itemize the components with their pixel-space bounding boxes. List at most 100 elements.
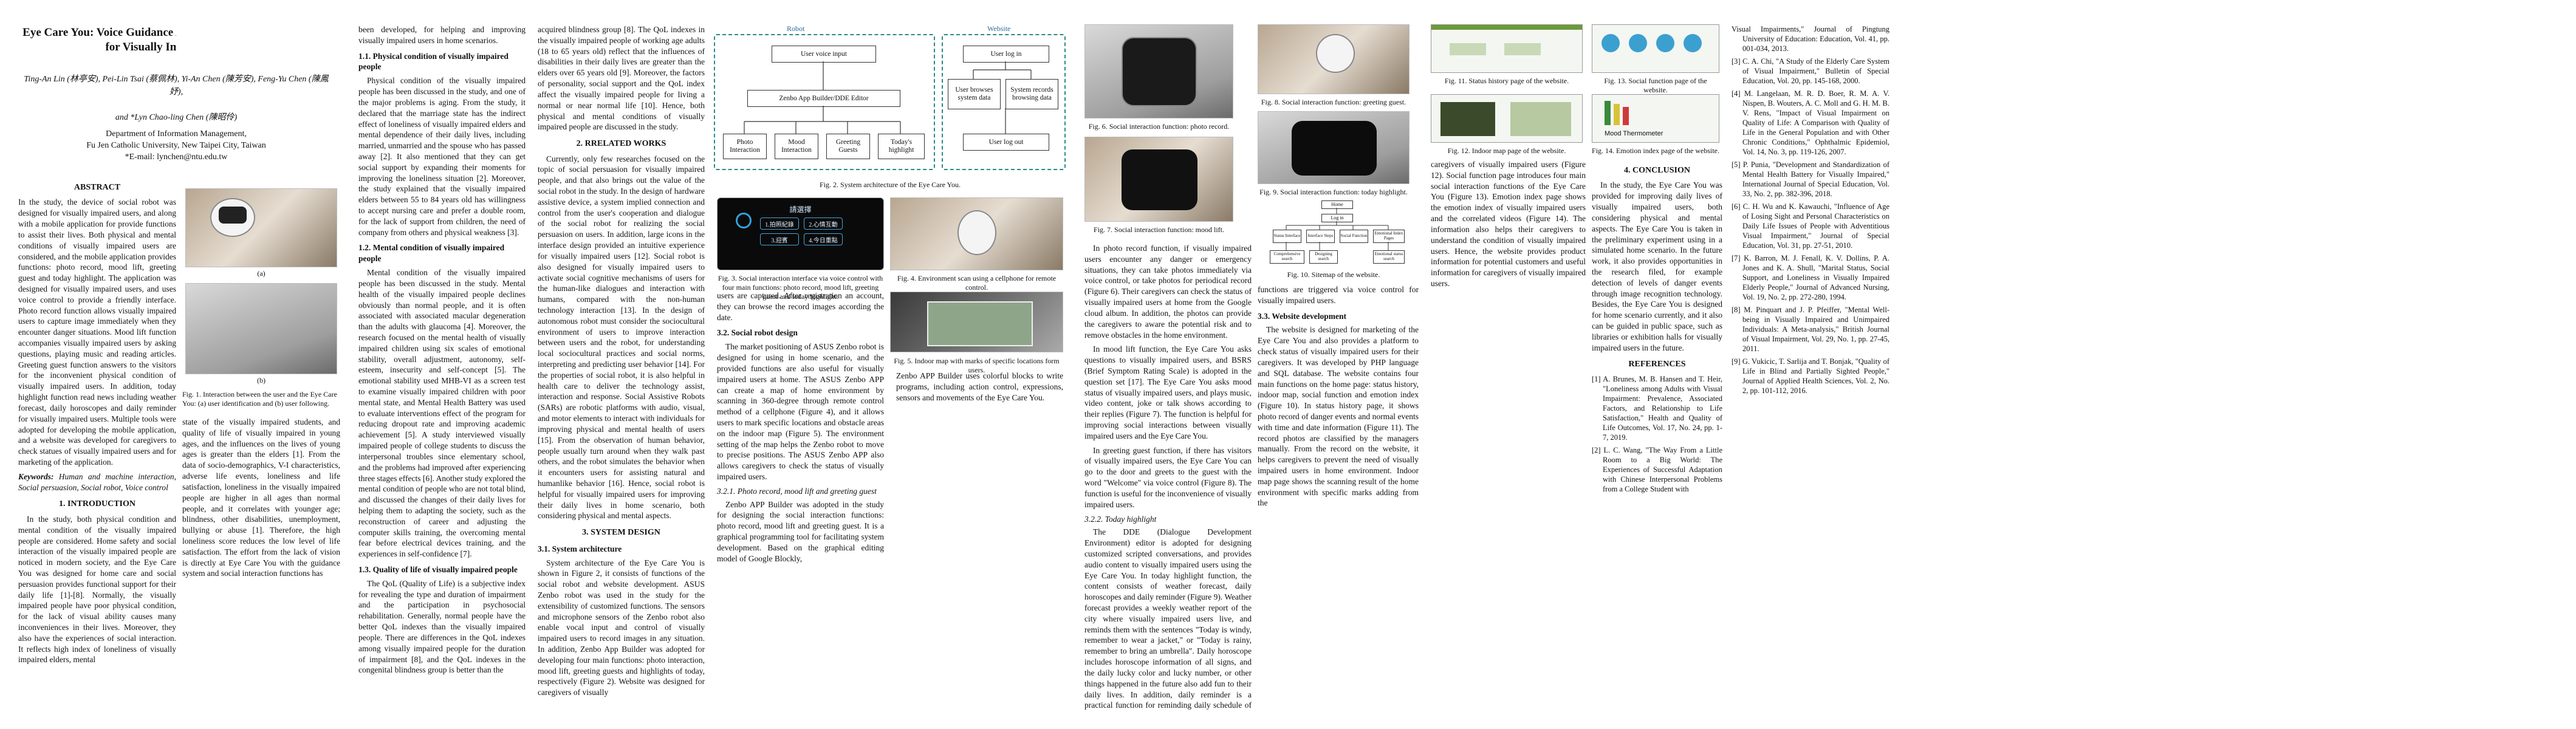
section-1-2-heading: 1.2. Mental condition of visually impair…: [358, 243, 505, 264]
mood-box: Mood Interaction: [775, 134, 818, 159]
abstract-text: In the study, the device of social robot…: [18, 197, 176, 467]
figure-8-photo: [1258, 24, 1410, 94]
logout-box: User log out: [963, 134, 1049, 151]
figure-2-architecture: Robot Website User voice input Zenbo App…: [714, 24, 1066, 176]
references-heading: REFERENCES: [1628, 360, 1686, 369]
col2-paragraph: state of the visually impaired students,…: [182, 417, 340, 578]
intro-paragraph: In the study, both physical condition an…: [18, 514, 176, 665]
figure-14-website: Mood Thermometer: [1592, 94, 1719, 143]
sitemap-design: Designing search: [1309, 250, 1338, 264]
figure-11-caption: Fig. 11. Status history page of the webs…: [1444, 77, 1569, 85]
column-4: acquired blindness group [8]. The QoL in…: [538, 25, 705, 697]
section-3-1-heading: 3.1. System architecture: [538, 544, 622, 553]
voice-input-box: User voice input: [772, 46, 876, 63]
column-9-text: 4. CONCLUSION In the study, the Eye Care…: [1592, 166, 1722, 493]
reference-item: Visual Impairments," Journal of Pingtung…: [1732, 25, 1889, 53]
intro-heading: 1. INTRODUCTION: [58, 499, 135, 509]
figure-13-website: [1592, 24, 1719, 73]
robot-screen-mood: [1122, 149, 1197, 210]
section-3-2-heading: 3.2. Social robot design: [717, 328, 798, 338]
login-box: User log in: [963, 46, 1049, 63]
figure-4-caption: Fig. 4. Environment scan using a cellpho…: [897, 274, 1057, 292]
figure-10-caption: Fig. 10. Sitemap of the website.: [1287, 270, 1380, 279]
reference-item: [4] M. Langelaan, M. R. D. Boer, R. M. A…: [1732, 89, 1889, 156]
sitemap-login: Log in: [1321, 214, 1353, 222]
figure-1b-label: (b): [257, 376, 265, 385]
authors: Ting-An Lin (林亭安), Pei-Lin Tsai (蔡佩林), Y…: [24, 75, 329, 122]
figure-6-photo: [1084, 24, 1233, 118]
section-3-2-2-heading: 3.2.2. Today highlight: [1084, 514, 1157, 524]
section-1-3-heading: 1.3. Quality of life of visually impaire…: [358, 565, 518, 574]
abstract-column: ABSTRACT In the study, the device of soc…: [18, 176, 176, 711]
robot-device: [957, 210, 996, 255]
sitemap-comp: Comprehensive search: [1270, 250, 1304, 264]
menu-mood-lift: 2.心情互動: [804, 217, 843, 230]
today-box: Today's highlight: [878, 134, 925, 159]
column-6-text: In photo record function, if visually im…: [1084, 244, 1252, 710]
reference-item: [2] L. C. Wang, "The Way From a Little R…: [1592, 445, 1722, 493]
column-2: (a) (b) Fig. 1. Interaction between the …: [182, 176, 340, 711]
mood-thermometer-label: Mood Thermometer: [1605, 130, 1663, 137]
figure-10-sitemap: Home Log in Status Interface Interface S…: [1264, 200, 1410, 267]
reference-item: [5] P. Punia, "Development and Standardi…: [1732, 160, 1889, 198]
column-7-text: functions are triggered via voice contro…: [1258, 285, 1419, 508]
column-8-text: caregivers of visually impaired users (F…: [1431, 160, 1586, 288]
column-1: Eye Care You: Voice Guidance Application…: [18, 24, 176, 60]
robot-screen-today: [1292, 121, 1377, 176]
sitemap-home: Home: [1321, 200, 1353, 209]
robot-group: [714, 34, 935, 170]
reference-item: [7] K. Barron, M. J. Fenall, K. V. Dolli…: [1732, 254, 1889, 301]
figure-7-photo: [1084, 137, 1233, 222]
figure-1-caption: Fig. 1. Interaction between the user and…: [182, 390, 337, 408]
figure-13-caption: Fig. 13. Social function page of the web…: [1604, 77, 1707, 94]
section-3-3-heading: 3.3. Website development: [1258, 311, 1346, 321]
section-2-heading: 2. RRELATED WORKS: [576, 139, 666, 149]
abstract-heading: ABSTRACT: [74, 183, 121, 192]
website-group: [942, 34, 1066, 170]
browse-box: User browses system data: [948, 79, 1001, 109]
figure-1a-photo: [185, 188, 337, 267]
section-3-2-1-heading: 3.2.1. Photo record, mood lift and greet…: [717, 486, 877, 496]
figure-9-photo: [1258, 111, 1410, 184]
menu-title: 請選擇: [789, 205, 812, 214]
figure-11-website: [1431, 24, 1583, 73]
robot-group-label: Robot: [787, 24, 805, 33]
menu-photo-record: 1.拍照紀錄: [760, 217, 799, 230]
figure-14-caption: Fig. 14. Emotion index page of the websi…: [1592, 146, 1719, 155]
reference-item: [8] M. Pinquart and J. P. Pfeiffer, "Men…: [1732, 306, 1889, 353]
website-group-label: Website: [987, 24, 1011, 33]
column-5-text: users are captured. After registration a…: [717, 291, 884, 563]
sitemap-emotion: Emotional Index Pages: [1373, 230, 1405, 243]
figure-4-photo: [890, 197, 1063, 270]
figure-7-caption: Fig. 7. Social interaction function: moo…: [1094, 225, 1224, 234]
column-3: been developed, for helping and improvin…: [358, 25, 526, 675]
section-1-1-heading: 1.1. Physical condition of visually impa…: [358, 51, 509, 72]
robot-greeting: [1316, 34, 1355, 73]
figure-1b-photo: [185, 283, 337, 374]
figure-5-caption: Fig. 5. Indoor map with marks of specifi…: [894, 357, 1060, 374]
figure-12-website: [1431, 94, 1583, 143]
sitemap-emo-stat: Emotional status search: [1373, 250, 1405, 264]
sitemap-lines: [1286, 208, 1389, 250]
sitemap-intro: Interface Steps: [1306, 230, 1335, 243]
photo-box: Photo Interaction: [723, 134, 767, 159]
reference-item: [1] A. Brunes, M. B. Hansen and T. Heir,…: [1592, 374, 1722, 442]
figure-1a-label: (a): [257, 269, 265, 278]
figure-6-caption: Fig. 6. Social interaction function: pho…: [1088, 122, 1230, 131]
figure-8-caption: Fig. 8. Social interaction function: gre…: [1261, 98, 1406, 106]
section-3-heading: 3. SYSTEM DESIGN: [582, 528, 660, 538]
reference-item: [6] C. H. Wu and K. Kawauchi, "Influence…: [1732, 202, 1889, 250]
figure-12-caption: Fig. 12. Indoor map page of the website.: [1447, 146, 1566, 155]
sitemap-social: Social Function: [1340, 230, 1368, 243]
reference-item: [9] G. Vukicic, T. Sarlija and T. Bonjak…: [1732, 357, 1889, 395]
figure-3-screen: 請選擇 1.拍照紀錄 2.心情互動 3.迎賓 4.今日重點: [717, 197, 884, 270]
column-10-refs: Visual Impairments," Journal of Pingtung…: [1732, 24, 1889, 711]
paper-title: Eye Care You: Voice Guidance Application…: [22, 26, 176, 53]
affiliation: Department of Information Management, Fu…: [86, 129, 266, 162]
figure-2-caption: Fig. 2. System architecture of the Eye C…: [820, 180, 961, 189]
column-5b-text: Zenbo APP Builder uses colorful blocks t…: [896, 371, 1063, 402]
figure-5-map: [890, 292, 1063, 352]
figure-3-caption: Fig. 3. Social interaction interface via…: [718, 274, 883, 301]
builder-box: Zenbo App Builder/DDE Editor: [747, 90, 900, 107]
reference-item: [3] C. A. Chi, "A Study of the Elderly C…: [1732, 57, 1889, 85]
